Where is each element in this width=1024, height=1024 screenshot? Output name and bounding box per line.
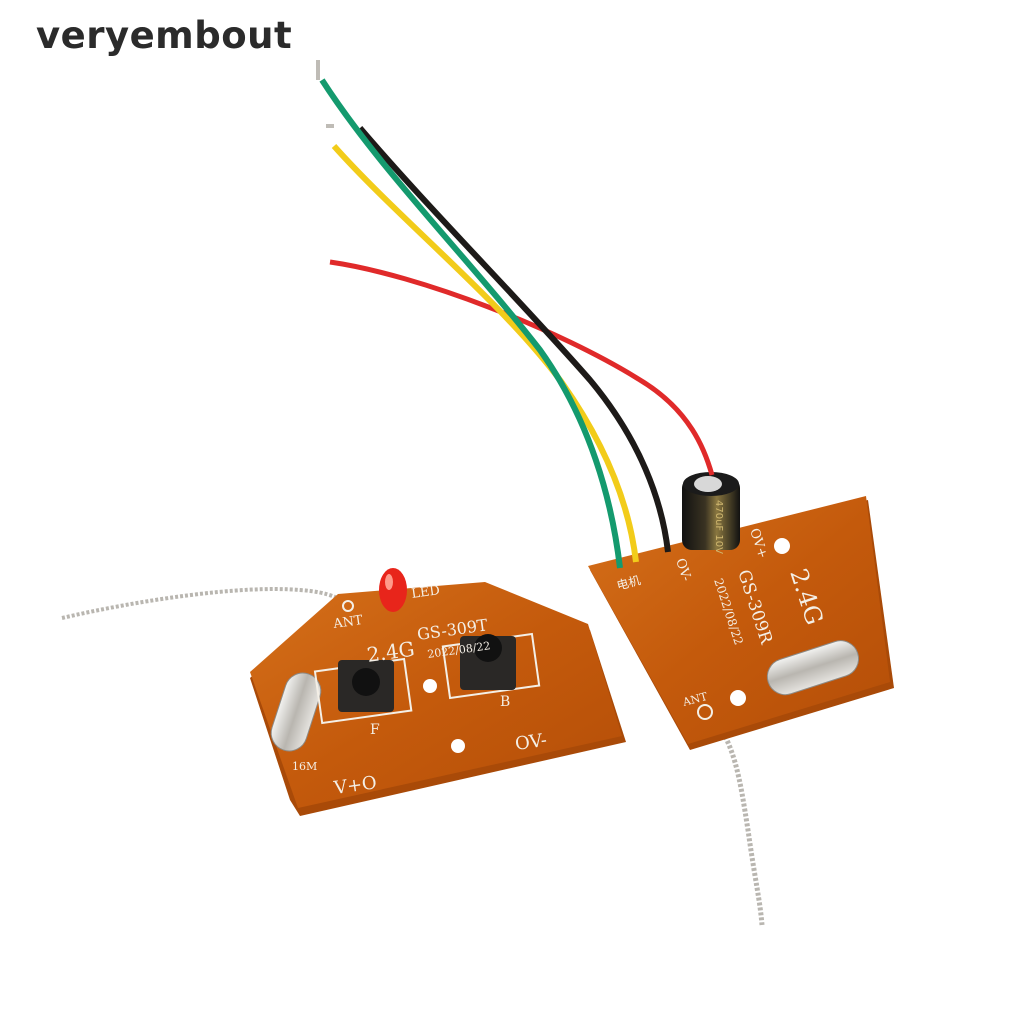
receiver-antenna [706,710,765,926]
receiver-board: 电机 OV- OV+ 2.4G GS-309R 2022/08/22 ANT 4… [588,472,894,750]
wire-black [357,126,671,553]
ov-minus-label: OV- [514,730,548,755]
capacitor-label: 470uF 10V [713,500,724,554]
motor-label: 电机 [615,573,642,593]
watermark: veryembout [36,14,293,57]
ant-label: ANT [331,613,364,632]
transmitter-antenna [61,587,350,620]
crystal-label: 16M [292,760,317,773]
capacitor: 470uF 10V [682,472,740,554]
button-b [441,632,541,700]
led [379,568,407,612]
wire-red [329,259,715,476]
crystal-16m [270,672,322,752]
b-label: B [500,694,510,710]
ov-minus-label: OV- [672,557,693,584]
crystal [766,640,860,696]
button-f [313,657,413,725]
wire-green [319,78,623,569]
f-label: F [370,722,380,738]
led-label: LED [410,583,440,602]
transmitter-board: ANT LED GS-309T 2.4G 2022/08/22 F B OV- … [250,568,626,816]
